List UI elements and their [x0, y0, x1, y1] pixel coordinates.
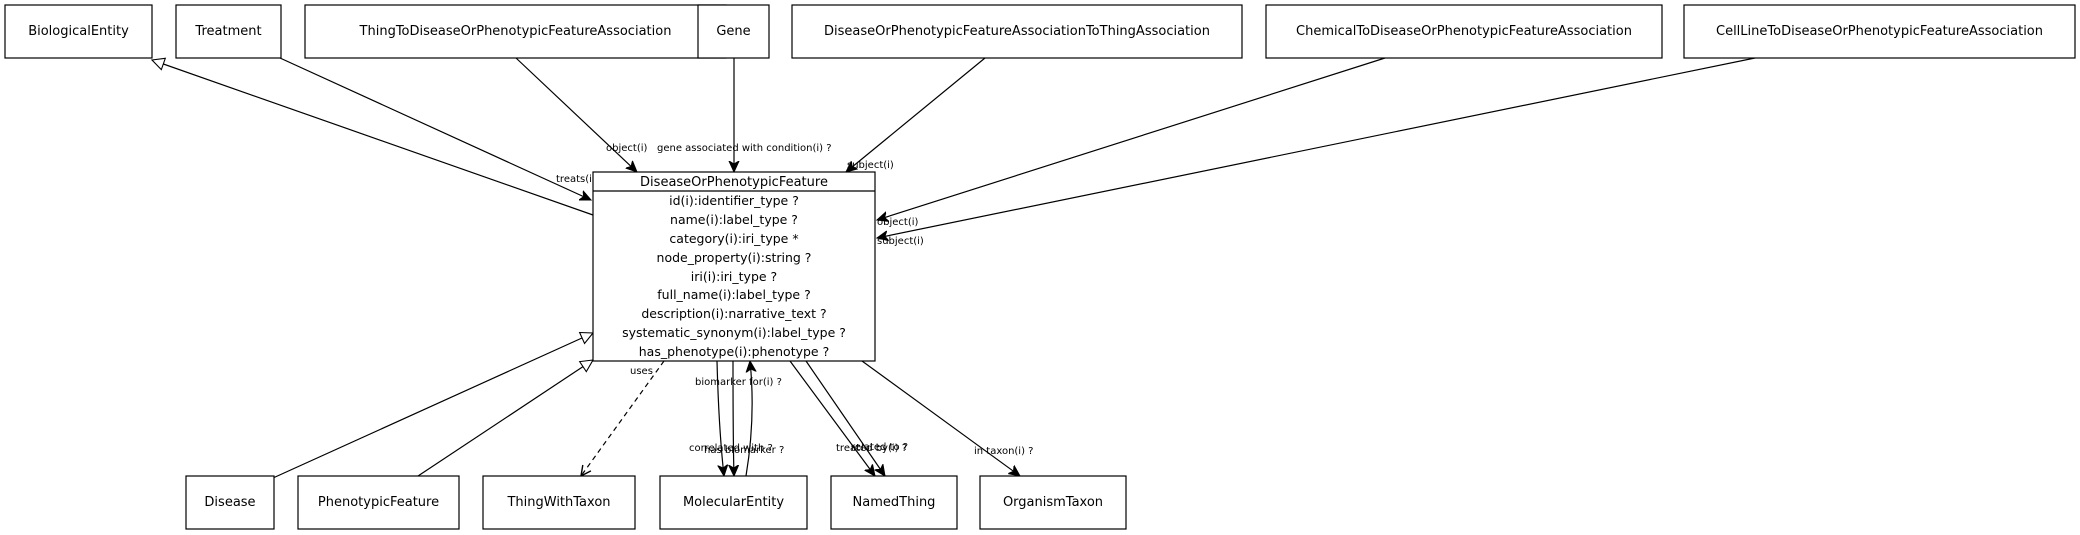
class-attribute-systematic-synonym: systematic_synonym(i):label_type ?	[622, 325, 846, 340]
edge-is-a-biological-entity	[152, 60, 594, 216]
node-thing-to-disease-association[interactable]: ThingToDiseaseOrPhenotypicFeatureAssocia…	[304, 4, 727, 59]
edge-is-a-disease	[272, 333, 593, 479]
class-attribute-node-property: node_property(i):string ?	[657, 250, 812, 265]
node-label: ThingWithTaxon	[506, 495, 610, 510]
node-label: ThingToDiseaseOrPhenotypicFeatureAssocia…	[359, 24, 672, 39]
node-label: DiseaseOrPhenotypicFeatureAssociationToT…	[824, 24, 1210, 39]
edge-correlated-with	[716, 360, 724, 476]
node-label: PhenotypicFeature	[318, 495, 439, 510]
node-chemical-to-disease-association[interactable]: ChemicalToDiseaseOrPhenotypicFeatureAsso…	[1265, 4, 1663, 59]
edge-label-subject-cellline: subject(i)	[877, 236, 924, 247]
node-label: ChemicalToDiseaseOrPhenotypicFeatureAsso…	[1296, 24, 1632, 39]
edge-object-chemical	[877, 57, 1386, 220]
edge-uses	[581, 360, 665, 476]
edge-label-object-thing: object(i)	[606, 143, 647, 154]
edge-label-related-to: related to ?	[851, 442, 908, 453]
class-disease-or-phenotypic-feature[interactable]: DiseaseOrPhenotypicFeature id(i):identif…	[592, 171, 876, 362]
edge-label-gene-associated: gene associated with condition(i) ?	[657, 143, 832, 154]
node-label: Disease	[204, 495, 255, 510]
edge-label-has-biomarker: has biomarker ?	[704, 445, 784, 456]
node-disease-to-thing-association[interactable]: DiseaseOrPhenotypicFeatureAssociationToT…	[791, 4, 1243, 59]
node-molecular-entity[interactable]: MolecularEntity	[659, 475, 808, 530]
node-label: BiologicalEntity	[28, 24, 129, 39]
edge-in-taxon	[861, 360, 1020, 476]
node-named-thing[interactable]: NamedThing	[830, 475, 958, 530]
node-label: OrganismTaxon	[1003, 495, 1103, 510]
edge-treats	[279, 57, 591, 201]
edge-related-to	[805, 360, 885, 476]
node-phenotypic-feature[interactable]: PhenotypicFeature	[297, 475, 460, 530]
edge-object-thing-to-disease	[515, 57, 637, 172]
edge-labels: treats(i) object(i) gene associated with…	[556, 143, 1033, 457]
class-title: DiseaseOrPhenotypicFeature	[640, 175, 828, 190]
edge-label-uses: uses	[630, 366, 653, 377]
class-attribute-full-name: full_name(i):label_type ?	[657, 287, 810, 302]
node-gene[interactable]: Gene	[697, 4, 770, 59]
edge-biomarker-for	[746, 361, 752, 477]
edge-label-subject-disease-to-thing: subject(i)	[847, 160, 894, 171]
edge-is-a-phenotypic-feature	[417, 360, 593, 477]
bottom-nodes: Disease PhenotypicFeature ThingWithTaxon…	[185, 475, 1127, 530]
edge-has-biomarker	[733, 360, 734, 476]
edge-label-treated-by: treated by(i) ?	[836, 443, 907, 454]
node-cellline-to-disease-association[interactable]: CellLineToDiseaseOrPhenotypicFeatureAsso…	[1683, 4, 2076, 59]
node-label: Treatment	[194, 24, 261, 39]
node-label: Gene	[716, 24, 750, 39]
top-nodes: BiologicalEntity Treatment ThingToDiseas…	[4, 4, 2076, 59]
edge-subject-cellline	[877, 57, 1756, 238]
edge-label-correlated-with: correlated with ?	[689, 443, 773, 454]
node-biological-entity[interactable]: BiologicalEntity	[4, 4, 153, 59]
edge-label-object-chemical: object(i)	[877, 217, 918, 228]
node-label: MolecularEntity	[683, 495, 784, 510]
edge-label-treats: treats(i)	[556, 174, 596, 185]
class-attribute-iri: iri(i):iri_type ?	[691, 269, 777, 284]
edges	[152, 57, 1756, 479]
class-attribute-name: name(i):label_type ?	[670, 212, 798, 227]
class-attribute-id: id(i):identifier_type ?	[669, 193, 799, 208]
node-organism-taxon[interactable]: OrganismTaxon	[979, 475, 1127, 530]
class-attribute-has-phenotype: has_phenotype(i):phenotype ?	[639, 344, 829, 359]
edge-treated-by	[789, 360, 875, 476]
class-attribute-category: category(i):iri_type *	[669, 231, 798, 246]
node-treatment[interactable]: Treatment	[175, 4, 282, 59]
class-attribute-description: description(i):narrative_text ?	[641, 306, 826, 321]
edge-subject-disease-to-thing	[846, 57, 986, 172]
node-label: NamedThing	[853, 495, 936, 510]
edge-label-in-taxon: in taxon(i) ?	[974, 446, 1033, 457]
node-thing-with-taxon[interactable]: ThingWithTaxon	[482, 475, 636, 530]
node-disease[interactable]: Disease	[185, 475, 275, 530]
edge-label-biomarker-for: biomarker for(i) ?	[695, 377, 782, 388]
node-label: CellLineToDiseaseOrPhenotypicFeatureAsso…	[1716, 24, 2043, 39]
